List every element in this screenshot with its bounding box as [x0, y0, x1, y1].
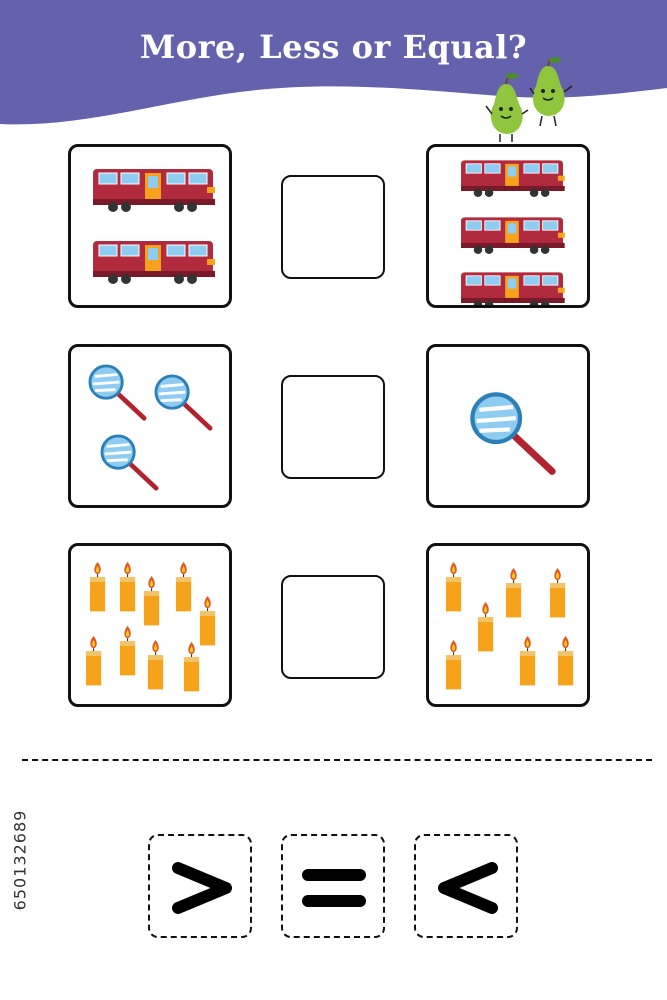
bus-icon — [461, 160, 565, 197]
stock-id-watermark: 650132689 — [10, 809, 30, 911]
right-box-candle — [426, 543, 590, 707]
answer-box-1[interactable] — [281, 175, 385, 279]
candle-icon — [85, 636, 102, 686]
answer-box-3[interactable] — [281, 575, 385, 679]
greater-than-cutout[interactable] — [148, 834, 252, 938]
left-box-candle — [68, 543, 232, 707]
less-than-cutout[interactable] — [414, 834, 518, 938]
candle-icon — [505, 568, 522, 618]
candle-icon — [175, 562, 192, 612]
left-box-bus — [68, 144, 232, 308]
candle-icon — [445, 562, 462, 612]
magnifying-glass-icon — [470, 392, 556, 475]
candle-icon — [119, 626, 136, 676]
greater-than-icon — [172, 862, 232, 914]
candle-icon — [477, 602, 494, 652]
candle-icon — [557, 636, 574, 686]
cut-line — [22, 759, 652, 761]
candle-icon — [549, 568, 566, 618]
magnifying-glass-icon — [88, 364, 147, 421]
left-box-magnifier — [68, 344, 232, 508]
magnifying-glass-icon — [100, 434, 159, 491]
candle-icon — [119, 562, 136, 612]
answer-box-2[interactable] — [281, 375, 385, 479]
bus-icon — [93, 241, 215, 284]
equal-cutout[interactable] — [281, 834, 385, 938]
candle-icon — [183, 642, 200, 692]
header-banner: More, Less or Equal? — [0, 0, 667, 142]
equal-icon — [302, 869, 366, 907]
magnifying-glass-icon — [154, 374, 213, 431]
candle-icon — [147, 640, 164, 690]
bus-icon — [461, 272, 565, 305]
bus-icon — [93, 169, 215, 212]
bus-icon — [461, 217, 565, 254]
candle-icon — [445, 640, 462, 690]
page-title: More, Less or Equal? — [139, 28, 528, 66]
candle-icon — [199, 596, 216, 646]
candle-icon — [89, 562, 106, 612]
right-box-bus — [426, 144, 590, 308]
right-box-magnifier — [426, 344, 590, 508]
candle-icon — [519, 636, 536, 686]
pear-mascots-icon — [485, 57, 573, 142]
candle-icon — [143, 576, 160, 626]
less-than-icon — [438, 862, 498, 914]
